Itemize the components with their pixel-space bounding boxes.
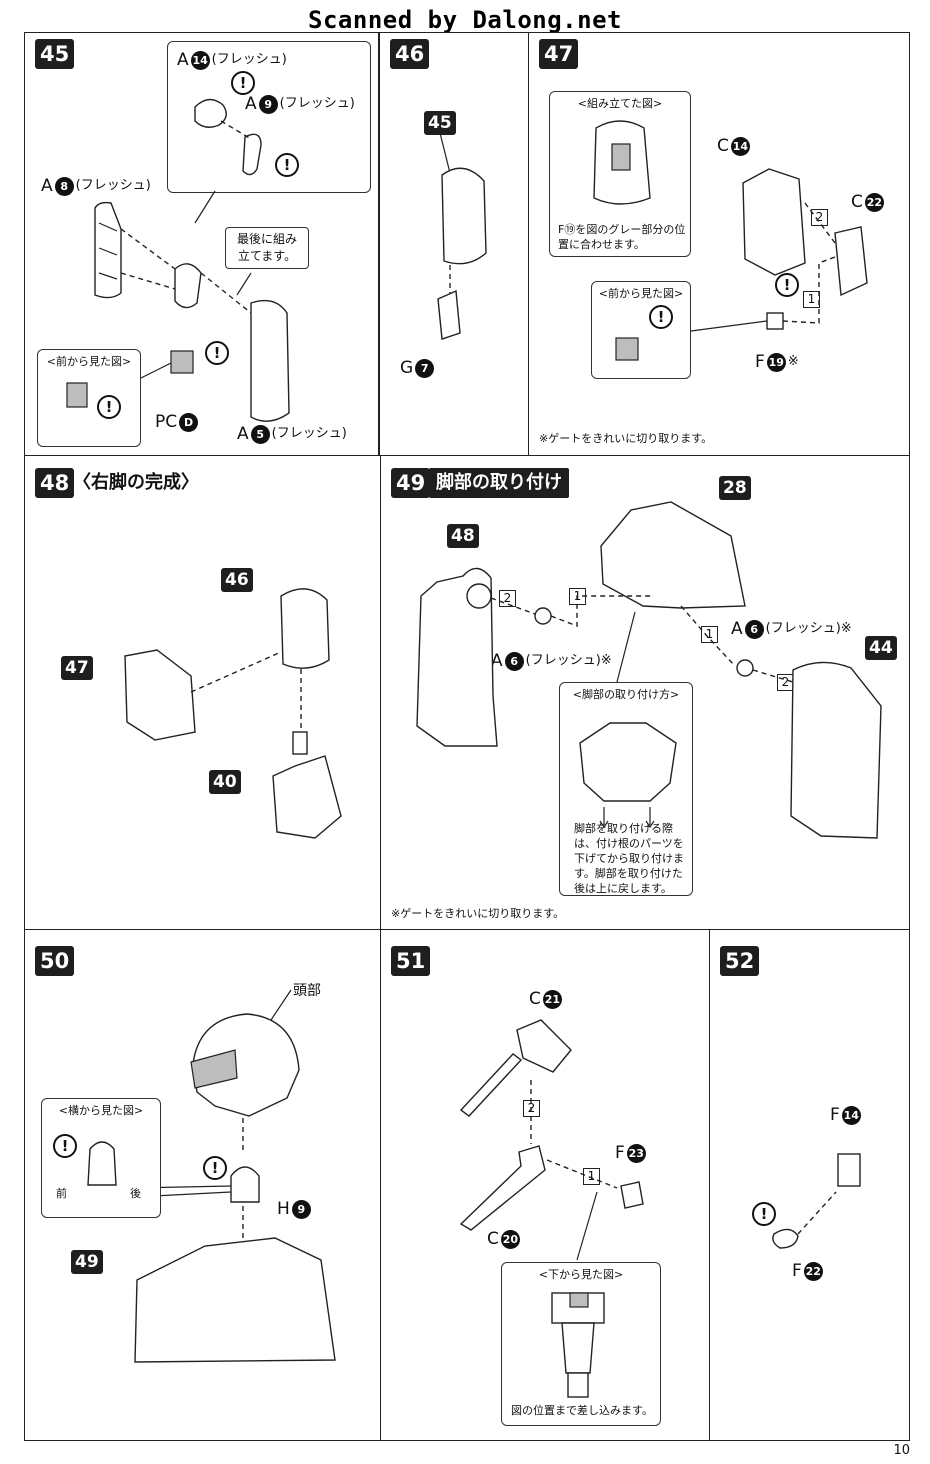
step-50-parts-drawing	[114, 989, 336, 1363]
part-tag-40: 40	[209, 770, 241, 794]
step-47-assembled-drawing	[593, 120, 651, 205]
step-47-gate-note: ※ゲートをきれいに切り取ります。	[539, 432, 713, 445]
step-51-number: 51	[391, 946, 431, 976]
step-51-bottom-view-box: <下から見た図> 図の位置まで差し込みます。	[501, 1262, 661, 1426]
step-50-side-view-box: <横から見た図> 前 後	[41, 1098, 161, 1218]
step-48-parts-drawing	[124, 588, 342, 839]
step-48-panel: 48 〈右脚の完成〉 46 47 40	[24, 455, 381, 930]
step-46-number: 46	[390, 39, 430, 69]
step-49-attach-method-drawing	[579, 722, 677, 829]
caution-icon: !	[53, 1134, 77, 1158]
step-50-side-view-drawing	[87, 1141, 117, 1186]
step-48-title: 〈右脚の完成〉	[73, 472, 199, 493]
scan-watermark: Scanned by Dalong.net	[308, 6, 622, 34]
step-45-parts-drawing	[66, 98, 290, 422]
caution-icon: !	[231, 71, 255, 95]
order-number-2: 2	[811, 209, 828, 226]
step-51-parts-drawing	[459, 1019, 644, 1261]
step-49-attach-method-note: 脚部を取り付ける際は、付け根のパーツを下げてから取り付けます。脚部を取り付けた後…	[574, 822, 684, 895]
step-45-number: 45	[35, 39, 75, 69]
order-number-1: 1	[701, 626, 718, 643]
step-45-front-view-box: <前から見た図>	[37, 349, 141, 447]
part-tag-45: 45	[424, 111, 456, 135]
step-48-number: 48	[35, 468, 75, 498]
step-47-number: 47	[539, 39, 579, 69]
step-49-number: 49	[391, 468, 431, 498]
order-number-1: 1	[803, 291, 820, 308]
step-52-parts-drawing	[772, 1153, 861, 1249]
part-tag-48: 48	[447, 524, 479, 548]
step-49-attach-method-title: <脚部の取り付け方>	[572, 688, 680, 701]
step-50-number: 50	[35, 946, 75, 976]
step-51-bottom-view-note: 図の位置まで差し込みます。	[511, 1404, 653, 1417]
part-tag-47: 47	[61, 656, 93, 680]
part-tag-28: 28	[719, 476, 751, 500]
part-tag-46: 46	[221, 568, 253, 592]
caution-icon: !	[275, 153, 299, 177]
step-47-assembled-note: F⑲を図のグレー部分の位置に合わせます。	[558, 223, 686, 251]
step-47-front-drawing	[615, 337, 639, 361]
caution-icon: !	[203, 1156, 227, 1180]
step-49-parts-drawing	[416, 501, 882, 839]
step-51-bottom-view-title: <下から見た図>	[538, 1268, 624, 1281]
part-tag-44: 44	[865, 636, 897, 660]
step-45-front-view-title: <前から見た図>	[46, 355, 132, 368]
caution-icon: !	[205, 341, 229, 365]
part-tag-49: 49	[71, 1250, 103, 1274]
step-47-assembled-view-title: <組み立てた図>	[577, 97, 663, 110]
step-46-parts-drawing	[437, 132, 487, 340]
step-51-bottom-view-drawing	[551, 1292, 605, 1398]
step-47-front-view-title: <前から見た図>	[598, 287, 684, 300]
step-52-number: 52	[720, 946, 760, 976]
caution-icon: !	[97, 395, 121, 419]
caution-icon: !	[752, 1202, 776, 1226]
order-number-1: 1	[583, 1168, 600, 1185]
head-label: 頭部	[293, 983, 321, 999]
step-49-title: 脚部の取り付け	[429, 468, 569, 498]
step-45-callout: 最後に組み立てます。	[225, 227, 309, 269]
step-49-gate-note: ※ゲートをきれいに切り取ります。	[391, 907, 565, 920]
step-47-assembled-view-box: <組み立てた図> F⑲を図のグレー部分の位置に合わせます。	[549, 91, 691, 257]
caution-icon: !	[775, 273, 799, 297]
step-47-front-view-box: <前から見た図>	[591, 281, 691, 379]
page-number: 10	[893, 1443, 910, 1458]
step-49-attach-method-box: <脚部の取り付け方> 脚部を取り付ける際は、付け根のパーツを下げてから取り付けま…	[559, 682, 693, 896]
step-47-parts-drawing	[690, 168, 868, 332]
caution-icon: !	[649, 305, 673, 329]
step-47-panel: 47 <組み立てた図> F⑲を図のグレー部分の位置に合わせます。 <前から見た図…	[528, 32, 910, 456]
step-50-side-view-title: <横から見た図>	[58, 1104, 144, 1117]
back-direction-label: 後	[130, 1187, 141, 1200]
front-direction-label: 前	[56, 1187, 67, 1200]
